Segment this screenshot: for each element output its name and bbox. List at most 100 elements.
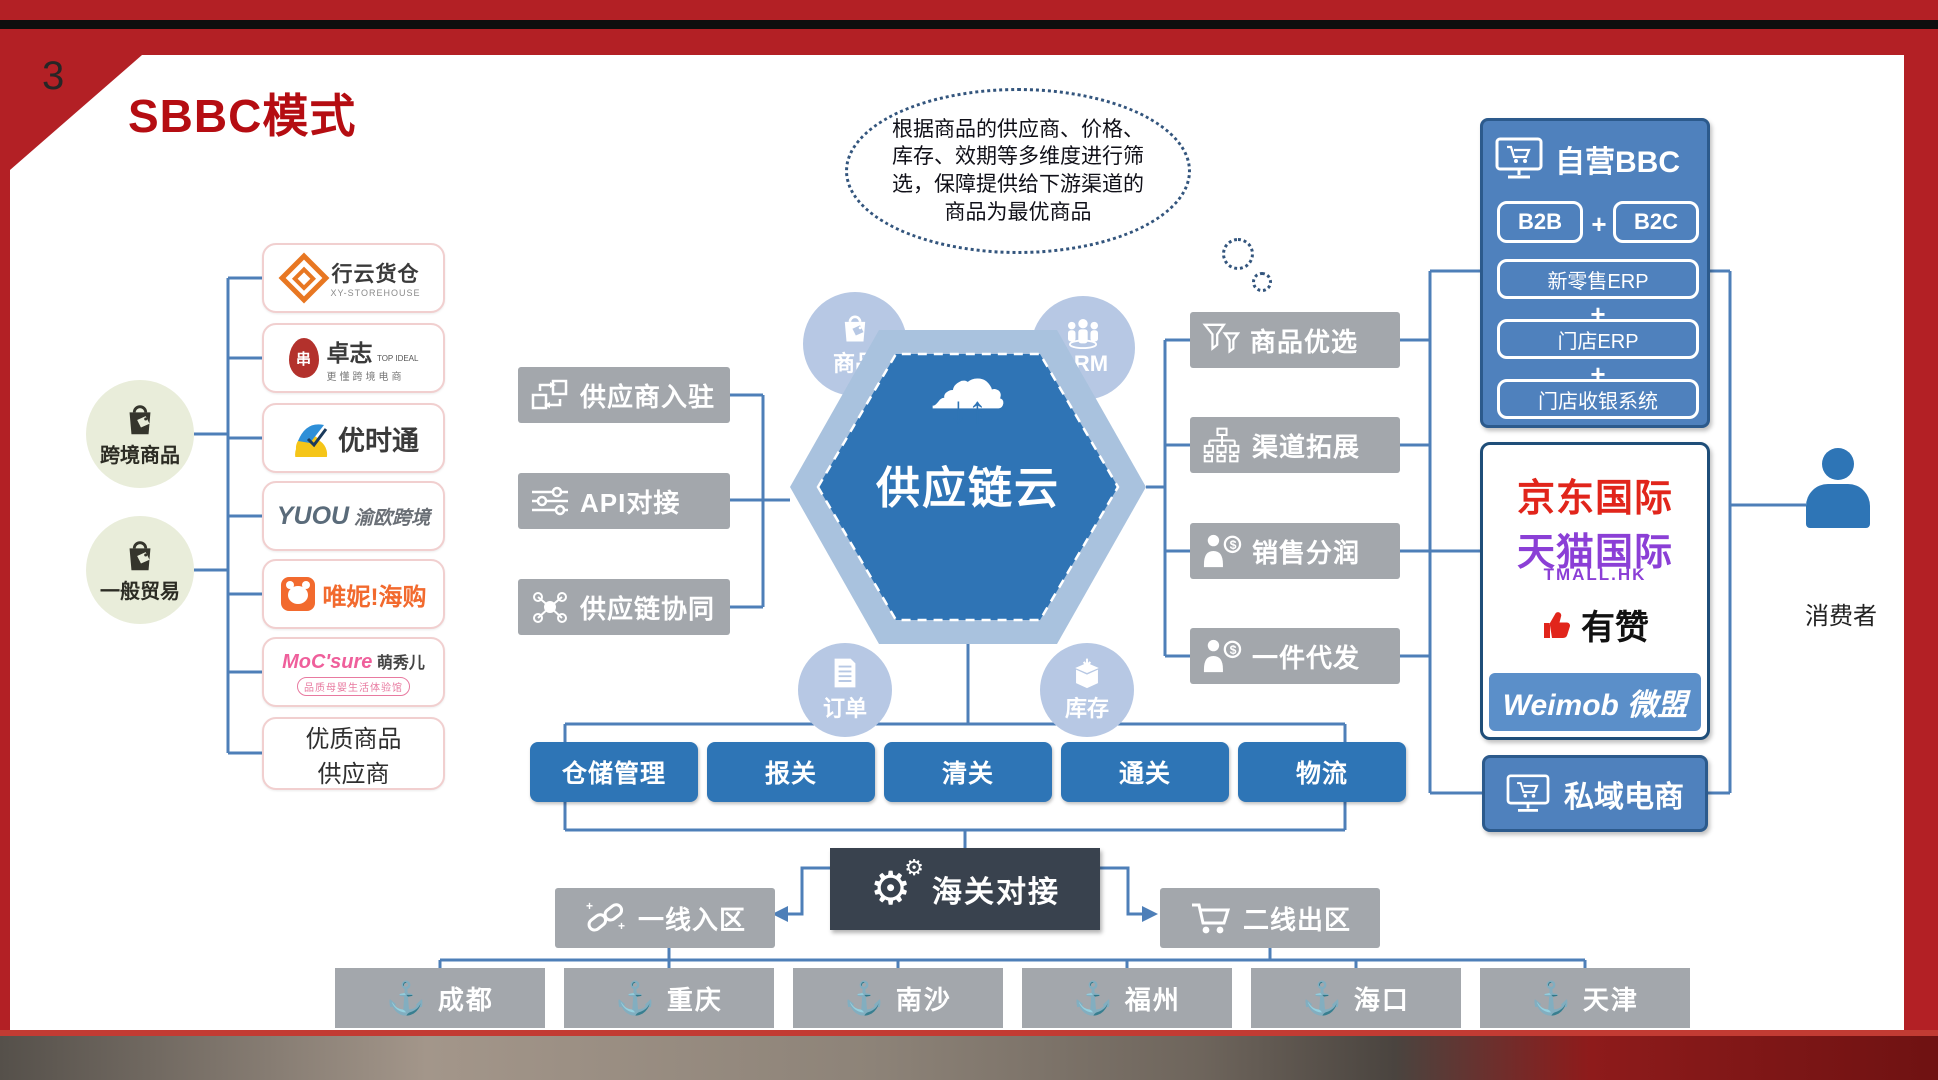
tmall-international-logo: 天猫国际 — [1516, 532, 1673, 574]
b2c-box: B2C — [1613, 201, 1699, 243]
supplier-weini: 唯妮!海购 — [262, 559, 445, 629]
jd-international-logo: 京东国际 — [1516, 478, 1673, 520]
monitor-cart-icon — [1495, 137, 1543, 179]
panel-private-ecommerce: 私域电商 — [1482, 755, 1708, 832]
store-pos-box: 门店收银系统 — [1497, 379, 1699, 419]
anchor-icon: ⚓ — [1531, 980, 1571, 1016]
supply-chain-hexagon — [790, 330, 1146, 644]
supplier-youshitong: 优时通 — [262, 403, 445, 473]
category-label: 跨境商品 — [100, 445, 180, 467]
anchor-icon: ⚓ — [386, 980, 426, 1016]
page-number: 3 — [42, 54, 65, 98]
store-erp-box: 门店ERP — [1497, 319, 1699, 359]
port-fuzhou: ⚓ 福州 — [1022, 968, 1232, 1028]
supplier-yuou: YUOU 渝欧跨境 — [262, 481, 445, 551]
svg-text:$: $ — [1230, 643, 1237, 657]
goods-bag-icon — [844, 315, 866, 342]
note-line: 商品为最优商品 — [944, 199, 1092, 224]
weimob-logo: Weimob 微盟 — [1489, 673, 1701, 731]
weini-panda-icon — [280, 577, 315, 611]
hub-title: 供应链云 — [876, 464, 1060, 513]
page-title: SBBC模式 — [128, 90, 357, 142]
zhuozhi-seal-icon: 串 — [288, 338, 319, 378]
svg-text:$: $ — [1230, 538, 1237, 552]
consumer-label: 消费者 — [1805, 603, 1877, 630]
panel-self-operated-bbc: 自营BBC B2B + B2C 新零售ERP + 门店ERP + 门店收银系统 — [1480, 118, 1710, 428]
zone-second-line-exit: 二线出区 — [1160, 888, 1380, 948]
zone-first-line-entry: + + 一线入区 — [555, 888, 775, 948]
supplier-xy-storehouse: 行云货仓 XY-STOREHOUSE — [262, 243, 445, 313]
svg-text:+: + — [586, 899, 593, 913]
port-haikou: ⚓ 海口 — [1251, 968, 1461, 1028]
bbc-title: 自营BBC — [1555, 146, 1680, 179]
crm-people-icon — [1068, 319, 1098, 349]
consumer-person-icon — [1822, 448, 1854, 480]
anchor-icon: ⚓ — [844, 980, 884, 1016]
cart-icon — [1191, 903, 1231, 934]
port-chongqing: ⚓ 重庆 — [564, 968, 774, 1028]
sync-arrows-icon: ↓↑ — [949, 390, 987, 432]
note-line: 库存、效期等多维度进行筛 — [892, 144, 1144, 169]
bottom-photo-strip — [0, 1036, 1938, 1080]
api-circuit-icon — [532, 486, 568, 516]
button-api-integration: API对接 — [518, 473, 730, 529]
supplier-quality-goods: 优质商品 供应商 — [262, 717, 445, 790]
network-icon — [533, 592, 567, 623]
b2b-box: B2B — [1497, 201, 1583, 243]
cloud-tail-dot — [1252, 272, 1272, 292]
category-label: 一般贸易 — [100, 581, 180, 603]
monitor-cart-icon — [1506, 773, 1550, 812]
new-retail-erp-box: 新零售ERP — [1497, 259, 1699, 299]
shopping-bag-icon — [129, 541, 151, 571]
order-document-icon — [834, 658, 856, 688]
step-customs-declaration: 报关 — [707, 742, 875, 802]
person-dollar-icon: $ — [1203, 639, 1242, 673]
button-supplier-onboarding: 供应商入驻 — [518, 367, 730, 423]
tmall-hk-label: TMALL.HK — [1543, 565, 1647, 584]
category-general-trade: 一般贸易 — [86, 516, 194, 624]
port-chengdu: ⚓ 成都 — [335, 968, 545, 1028]
note-line: 选，保障提供给下游渠道的 — [892, 172, 1144, 196]
button-dropshipping: $ 一件代发 — [1190, 628, 1400, 684]
bottom-red-line — [0, 1030, 1938, 1036]
youzan-logo: 有赞 — [1581, 609, 1649, 647]
person-dollar-icon: $ — [1203, 534, 1242, 568]
youzan-thumb-icon — [1544, 611, 1570, 638]
customs-integration-box: ⚙ ⚙ 海关对接 — [830, 848, 1100, 930]
supplier-mocsure: MoC'sure 萌秀儿 品质母婴生活体验馆 — [262, 637, 445, 707]
org-chart-icon — [1203, 427, 1240, 463]
funnel-icon — [1202, 323, 1240, 354]
plus-sign: + — [1591, 209, 1607, 239]
supplier-zhuozhi: 串 卓志 TOP IDEAL 更懂跨境电商 — [262, 323, 445, 393]
gear-globe-icon: ⚙ ⚙ — [870, 855, 924, 914]
category-cross-border: 跨境商品 — [86, 380, 194, 488]
anchor-icon: ⚓ — [1302, 980, 1342, 1016]
supplier-onboarding-icon — [531, 379, 568, 410]
top-black-line — [0, 20, 1938, 29]
consumer-person-icon — [1806, 484, 1870, 528]
shopping-bag-icon — [129, 405, 151, 435]
step-warehouse-management: 仓储管理 — [530, 742, 698, 802]
button-sales-profit-sharing: $ 销售分润 — [1190, 523, 1400, 579]
panel-marketplaces: 京东国际 天猫国际 TMALL.HK 有赞 Weimob 微盟 — [1480, 442, 1710, 740]
step-logistics: 物流 — [1238, 742, 1406, 802]
button-product-selection: 商品优选 — [1190, 312, 1400, 368]
note-line: 根据商品的供应商、价格、 — [892, 116, 1144, 141]
note-cloud: 根据商品的供应商、价格、 库存、效期等多维度进行筛 选，保障提供给下游渠道的 商… — [845, 88, 1191, 254]
anchor-icon: ⚓ — [615, 980, 655, 1016]
cloud-tail-dot — [1222, 238, 1254, 270]
inventory-box-icon — [1075, 658, 1099, 689]
port-nansha: ⚓ 南沙 — [793, 968, 1003, 1028]
cloud-icon: ☁ — [930, 339, 1006, 424]
satellite-orders: 订单 — [798, 643, 892, 737]
chain-link-icon: + + — [586, 899, 625, 933]
step-customs-pass: 通关 — [1061, 742, 1229, 802]
step-customs-clearance: 清关 — [884, 742, 1052, 802]
youshitong-sail-icon — [295, 424, 328, 457]
svg-text:+: + — [618, 919, 625, 933]
anchor-icon: ⚓ — [1073, 980, 1113, 1016]
satellite-inventory: 库存 — [1040, 643, 1134, 737]
button-supply-chain-collab: 供应链协同 — [518, 579, 730, 635]
